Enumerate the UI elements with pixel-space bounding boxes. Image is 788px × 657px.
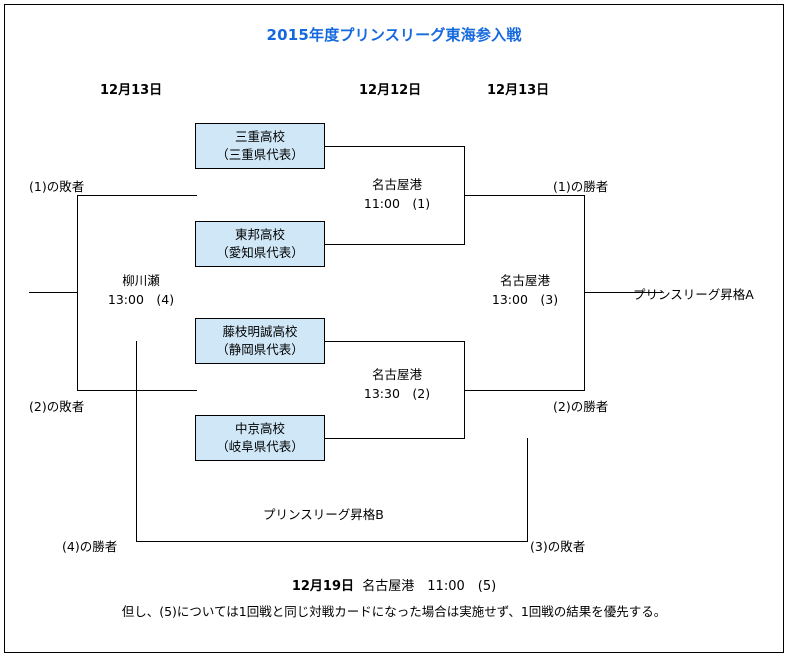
team-box-toho[interactable]: 東邦高校 （愛知県代表） <box>195 221 325 267</box>
date-header-left: 12月13日 <box>100 83 163 98</box>
match-4-info: 柳川瀬 13:00 (4) <box>82 272 200 310</box>
connector-loser1-to-match4 <box>77 195 197 196</box>
match-3-info: 名古屋港 13:00 (3) <box>466 272 584 310</box>
connector-winner1-to-final <box>464 195 584 196</box>
match-venue: 名古屋港 <box>499 273 550 288</box>
team-box-fujieda-meisei[interactable]: 藤枝明誠高校 （静岡県代表） <box>195 318 325 364</box>
team-name: 東邦高校 <box>234 226 285 242</box>
team-name: 中京高校 <box>234 420 285 436</box>
label-loser-2: (2)の敗者 <box>29 399 85 414</box>
connector-final-vertical <box>584 195 585 391</box>
connector-promotion-b-horizontal <box>136 541 528 542</box>
connector-final-to-promotion-a <box>584 292 662 293</box>
footer-match-5: 12月19日 名古屋港 11:00 (5) <box>0 575 788 594</box>
label-promotion-b: プリンスリーグ昇格B <box>263 507 384 522</box>
date-header-right: 12月13日 <box>487 83 550 98</box>
connector-loser3-down <box>527 438 528 541</box>
team-region: （岐阜県代表） <box>216 439 304 454</box>
match-venue: 名古屋港 <box>371 367 422 382</box>
page-title: 2015年度プリンスリーグ東海参入戦 <box>266 26 522 44</box>
connector-chukyo-to-match2 <box>325 438 464 439</box>
team-name: 藤枝明誠高校 <box>222 323 298 339</box>
team-region: （静岡県代表） <box>216 342 304 357</box>
connector-toho-to-match1 <box>325 244 464 245</box>
label-winner-2: (2)の勝者 <box>553 399 609 414</box>
match-venue: 名古屋港 <box>371 177 422 192</box>
connector-winner4-down <box>136 341 137 541</box>
date-header-center: 12月12日 <box>359 83 422 98</box>
footer-note: 但し、(5)については1回戦と同じ対戦カードになった場合は実施せず、1回戦の結果… <box>121 604 667 619</box>
match-time: 13:00 (3) <box>491 291 559 307</box>
match-2-info: 名古屋港 13:30 (2) <box>337 366 457 404</box>
label-loser-3: (3)の敗者 <box>530 539 586 554</box>
team-region: （三重県代表） <box>216 147 304 162</box>
match-time: 13:00 (4) <box>107 291 175 307</box>
connector-match4-vertical <box>77 195 78 391</box>
connector-winner2-to-final <box>464 390 584 391</box>
label-winner-1: (1)の勝者 <box>553 179 609 194</box>
footer-date: 12月19日 <box>291 579 355 594</box>
team-name: 三重高校 <box>234 128 285 144</box>
connector-mie-to-match1 <box>325 146 464 147</box>
match-1-info: 名古屋港 11:00 (1) <box>337 176 457 214</box>
team-region: （愛知県代表） <box>216 245 304 260</box>
match-time: 11:00 (1) <box>363 195 431 211</box>
connector-loser2-to-match4 <box>77 390 197 391</box>
match-venue: 柳川瀬 <box>122 273 160 288</box>
connector-fujieda-to-match2 <box>325 341 464 342</box>
connector-match4-out <box>29 292 77 293</box>
label-winner-4: (4)の勝者 <box>62 539 118 554</box>
footer-detail: 名古屋港 11:00 (5) <box>362 579 497 594</box>
page-border <box>4 4 784 653</box>
label-loser-1: (1)の敗者 <box>29 179 85 194</box>
team-box-mie[interactable]: 三重高校 （三重県代表） <box>195 123 325 169</box>
match-time: 13:30 (2) <box>363 385 431 401</box>
label-promotion-a: プリンスリーグ昇格A <box>633 287 754 302</box>
team-box-chukyo[interactable]: 中京高校 （岐阜県代表） <box>195 415 325 461</box>
